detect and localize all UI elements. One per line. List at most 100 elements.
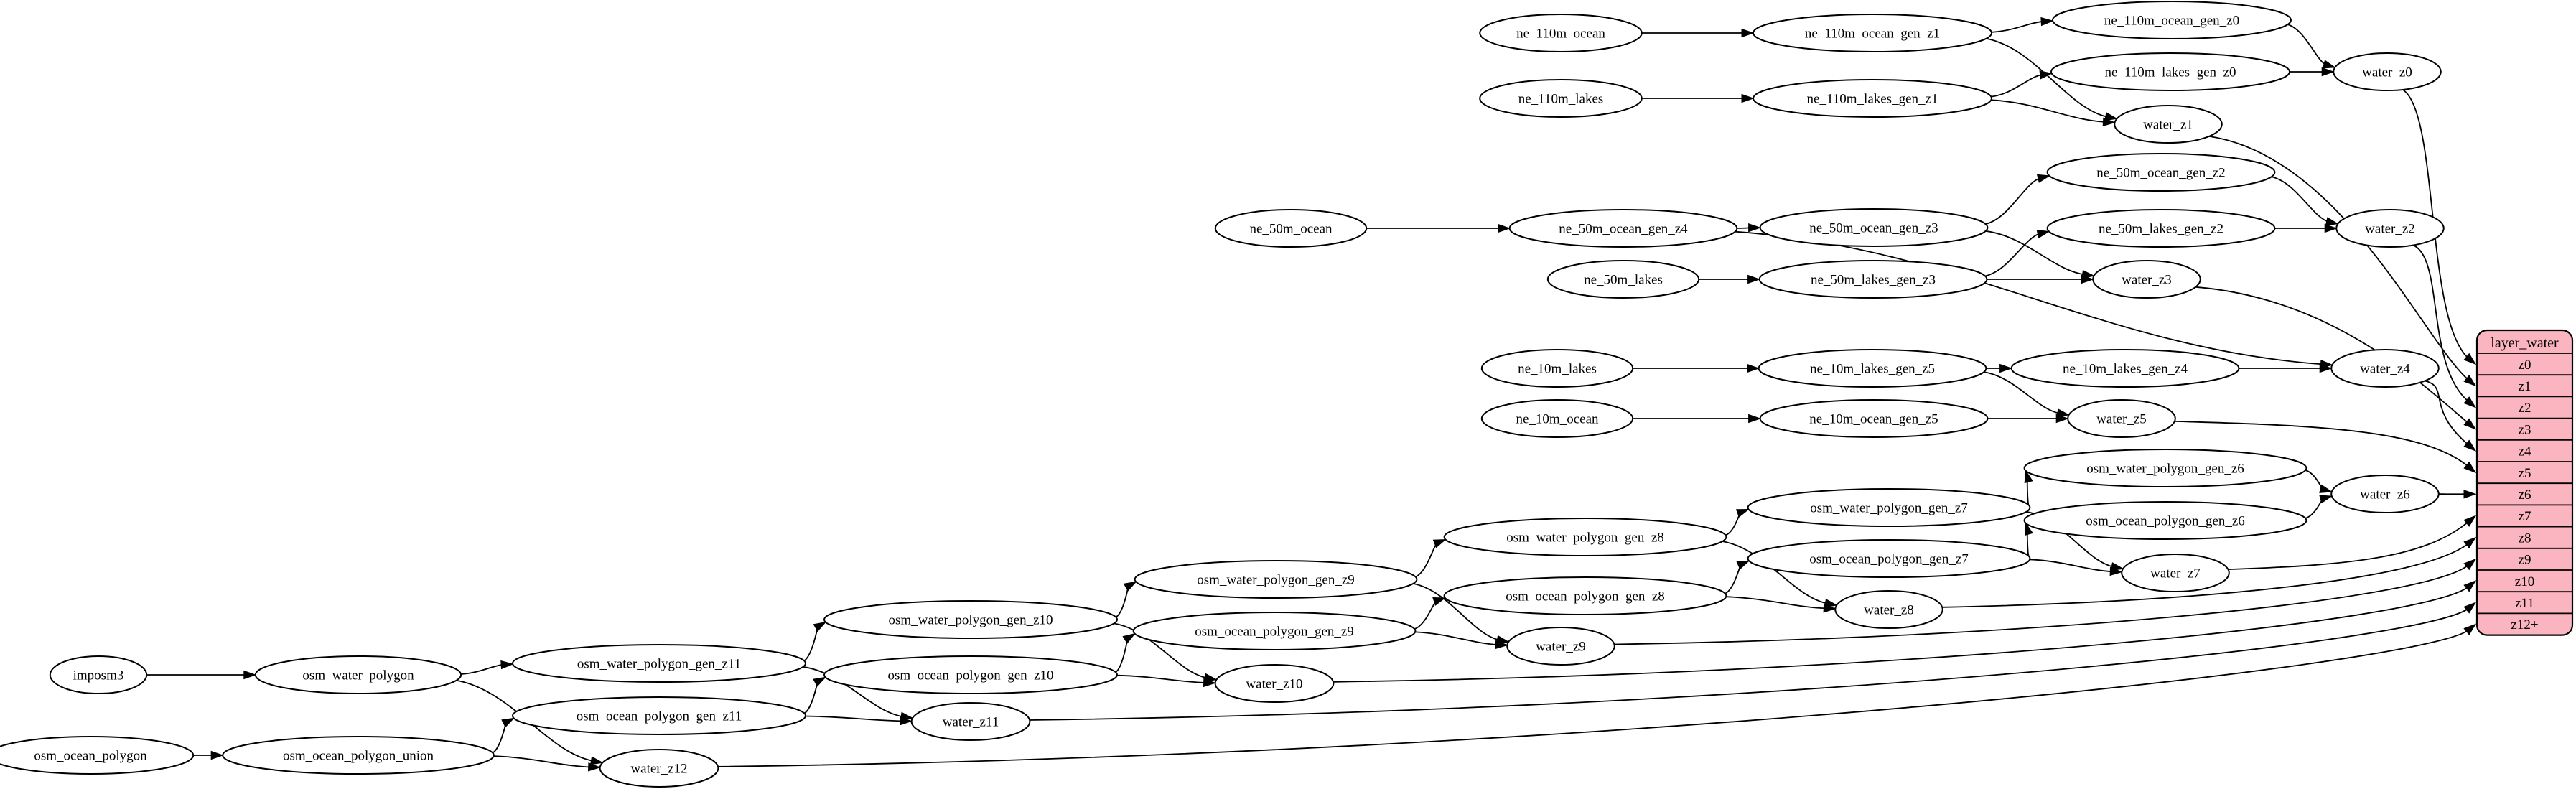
- edge-line: [718, 629, 2470, 767]
- node-label: ne_50m_ocean_gen_z3: [1809, 221, 1938, 236]
- arrowhead-icon: [2324, 223, 2338, 233]
- edge-line: [2305, 498, 2324, 519]
- arrowhead-icon: [1741, 93, 1755, 103]
- node-osm_water_polygon_gen_z11: osm_water_polygon_gen_z11: [512, 644, 806, 683]
- node-ne_10m_ocean: ne_10m_ocean: [1480, 399, 1634, 438]
- edge-ne_10m_lakes_gen_z5-to-ne_10m_lakes_gen_z4: [1986, 363, 2013, 373]
- node-label: ne_10m_lakes_gen_z4: [2063, 362, 2188, 377]
- node-osm_water_polygon_gen_z6: osm_water_polygon_gen_z6: [2023, 449, 2307, 487]
- edge-ne_50m_ocean_gen_z4-to-ne_50m_ocean_gen_z3: [1737, 223, 1762, 233]
- edge-line: [1114, 622, 1208, 679]
- arrowhead-icon: [2039, 70, 2053, 80]
- edge-water_z9-to-layer_water-z9: [1614, 558, 2477, 645]
- arrowhead-icon: [1735, 508, 1750, 518]
- edge-line: [1985, 230, 2086, 276]
- edge-line: [1116, 674, 1207, 683]
- edge-water_z2-to-layer_water-z2: [2412, 244, 2477, 408]
- node-ellipse: [1480, 399, 1634, 438]
- node-ellipse: [599, 749, 719, 788]
- edge-line: [2305, 470, 2324, 490]
- node-osm_ocean_polygon_gen_z11: osm_ocean_polygon_gen_z11: [512, 696, 806, 735]
- arrowhead-icon: [1498, 223, 1511, 233]
- node-ne_110m_lakes_gen_z1: ne_110m_lakes_gen_z1: [1753, 79, 1992, 118]
- node-label: ne_110m_lakes: [1518, 92, 1604, 107]
- edge-osm_ocean_polygon-to-osm_ocean_polygon_union: [193, 750, 224, 760]
- node-label: ne_50m_ocean_gen_z2: [2096, 166, 2225, 181]
- node-water_z8: water_z8: [1834, 590, 1943, 629]
- node-water_z5: water_z5: [2067, 399, 2176, 438]
- node-water_z1: water_z1: [2114, 105, 2223, 144]
- edge-osm_ocean_polygon_gen_z11-to-water_z11: [805, 715, 913, 726]
- node-osm_ocean_polygon_gen_z7: osm_ocean_polygon_gen_z7: [1747, 539, 2031, 578]
- edge-ne_10m_lakes-to-ne_10m_lakes_gen_z5: [1633, 363, 1760, 373]
- node-label: osm_ocean_polygon_gen_z9: [1195, 625, 1354, 640]
- node-osm_water_polygon: osm_water_polygon: [254, 655, 462, 694]
- node-water_z4: water_z4: [2330, 349, 2440, 388]
- edge-line: [1991, 99, 2106, 123]
- edge-line: [1726, 596, 1827, 610]
- arrowhead-icon: [2463, 580, 2477, 592]
- node-label: ne_110m_ocean_gen_z1: [1805, 27, 1940, 42]
- arrowhead-icon: [2056, 408, 2071, 418]
- node-label: ne_10m_lakes: [1518, 362, 1597, 377]
- table-row-z12+: z12+: [2511, 617, 2538, 632]
- edge-ne_50m_lakes-to-ne_50m_lakes_gen_z3: [1699, 274, 1761, 284]
- edge-ne_50m_ocean-to-ne_50m_ocean_gen_z4: [1366, 223, 1511, 233]
- edge-line: [2208, 136, 2470, 381]
- node-ellipse: [1753, 14, 1992, 52]
- node-ellipse: [2023, 449, 2307, 487]
- node-water_z9: water_z9: [1506, 627, 1615, 666]
- edge-ne_50m_lakes_gen_z3-to-water_z3: [1987, 274, 2094, 284]
- node-ellipse: [1758, 349, 1987, 388]
- node-ellipse: [512, 696, 806, 735]
- arrowhead-icon: [2463, 558, 2477, 571]
- edge-osm_ocean_polygon_gen_z8-to-water_z8: [1726, 596, 1837, 613]
- edge-ne_110m_ocean_gen_z0-to-water_z0: [2287, 24, 2336, 69]
- edge-line: [1984, 371, 2061, 414]
- edge-ne_10m_lakes_gen_z4-to-water_z4: [2239, 363, 2333, 373]
- edge-line: [1115, 585, 1129, 618]
- node-ellipse: [1479, 79, 1643, 118]
- node-ellipse: [1506, 627, 1615, 666]
- arrowhead-icon: [2040, 17, 2054, 27]
- node-label: ne_110m_ocean_gen_z0: [2104, 14, 2239, 29]
- node-ne_10m_lakes_gen_z5: ne_10m_lakes_gen_z5: [1758, 349, 1987, 388]
- node-ellipse: [823, 600, 1118, 639]
- edge-osm_ocean_polygon_gen_z9-to-water_z9: [1415, 631, 1508, 650]
- edge-ne_110m_ocean_gen_z1-to-ne_110m_ocean_gen_z0: [1991, 17, 2054, 33]
- edge-line: [461, 663, 505, 675]
- edge-line: [1415, 631, 1499, 645]
- node-ellipse: [1132, 612, 1417, 650]
- edge-osm_ocean_polygon_gen_z7-to-osm_ocean_polygon_gen_z6: [2024, 522, 2033, 556]
- node-label: water_z1: [2143, 118, 2193, 133]
- table-row-z9: z9: [2519, 553, 2531, 568]
- node-osm_ocean_polygon_gen_z10: osm_ocean_polygon_gen_z10: [823, 655, 1118, 694]
- layer-water-table: layer_waterz0z1z2z3z4z5z6z7z8z9z10z11z12…: [2475, 329, 2574, 636]
- node-ellipse: [1443, 576, 1727, 615]
- node-label: ne_50m_lakes_gen_z2: [2099, 222, 2223, 237]
- edge-osm_ocean_polygon_gen_z7-to-water_z7: [2030, 559, 2123, 576]
- edge-osm_ocean_polygon_gen_z8-to-osm_ocean_polygon_gen_z7: [1725, 560, 1750, 594]
- node-ellipse: [1508, 209, 1738, 248]
- node-label: water_z12: [630, 762, 687, 777]
- table-row-z6: z6: [2519, 487, 2531, 503]
- arrowhead-icon: [2463, 396, 2477, 408]
- edge-ne_10m_lakes_gen_z5-to-water_z5: [1984, 371, 2071, 418]
- node-ne_50m_ocean_gen_z2: ne_50m_ocean_gen_z2: [2046, 153, 2276, 192]
- node-ellipse: [1747, 539, 2031, 578]
- edge-line: [805, 715, 903, 722]
- node-ne_110m_ocean: ne_110m_ocean: [1479, 14, 1643, 52]
- edge-osm_water_polygon_gen_z8-to-water_z8: [1722, 541, 1838, 608]
- node-water_z7: water_z7: [2121, 554, 2230, 592]
- edge-osm_water_polygon-to-osm_water_polygon_gen_z11: [461, 660, 514, 675]
- node-label: ne_110m_ocean: [1516, 27, 1605, 42]
- arrowhead-icon: [501, 717, 515, 728]
- node-ellipse: [2046, 209, 2276, 248]
- node-label: osm_water_polygon_gen_z7: [1810, 501, 1968, 516]
- edge-osm_water_polygon_gen_z9-to-osm_water_polygon_gen_z8: [1415, 538, 1447, 578]
- edge-line: [1030, 607, 2470, 721]
- node-water_z2: water_z2: [2335, 209, 2445, 248]
- arrowhead-icon: [2463, 602, 2477, 614]
- arrowhead-icon: [1747, 363, 1760, 373]
- node-label: ne_110m_lakes_gen_z0: [2105, 65, 2236, 80]
